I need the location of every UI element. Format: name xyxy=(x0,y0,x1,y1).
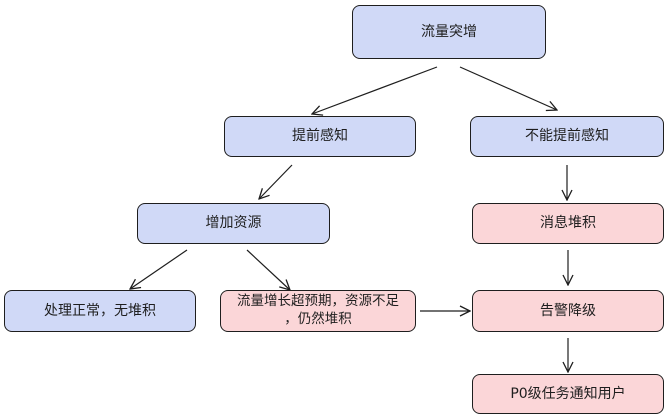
node-exceed-text: 流量增长超预期，资源不足 ，仍然堆积 xyxy=(237,293,399,328)
node-notify-label: P0级任务通知用户 xyxy=(510,385,626,402)
node-backlog: 消息堆积 xyxy=(472,203,664,244)
node-normal-label: 处理正常，无堆积 xyxy=(44,302,156,319)
node-notify: P0级任务通知用户 xyxy=(472,374,664,414)
arrow-surge-to-perceive xyxy=(312,66,438,114)
arrow-perceive-to-add-resources xyxy=(259,164,293,199)
node-surge-label: 流量突增 xyxy=(421,23,477,40)
node-normal: 处理正常，无堆积 xyxy=(4,290,196,332)
node-not-perceive-label: 不能提前感知 xyxy=(525,128,609,145)
node-not-perceive: 不能提前感知 xyxy=(470,116,664,157)
node-perceive: 提前感知 xyxy=(224,116,416,157)
node-alarm-label: 告警降级 xyxy=(540,302,596,319)
node-perceive-label: 提前感知 xyxy=(292,128,348,145)
node-add-resources-label: 增加资源 xyxy=(205,215,262,232)
arrow-add-resources-to-exceed xyxy=(246,249,290,290)
node-add-resources: 增加资源 xyxy=(137,203,330,244)
node-exceed-label-line1: 流量增长超预期，资源不足 xyxy=(237,293,399,310)
node-exceed: 流量增长超预期，资源不足 ，仍然堆积 xyxy=(220,290,416,332)
arrow-add-resources-to-normal xyxy=(130,249,188,289)
node-exceed-label-line2: ，仍然堆积 xyxy=(284,311,352,327)
node-surge: 流量突增 xyxy=(352,5,546,59)
node-backlog-label: 消息堆积 xyxy=(540,215,596,232)
arrow-surge-to-not-perceive xyxy=(459,66,557,110)
node-alarm: 告警降级 xyxy=(472,290,664,332)
